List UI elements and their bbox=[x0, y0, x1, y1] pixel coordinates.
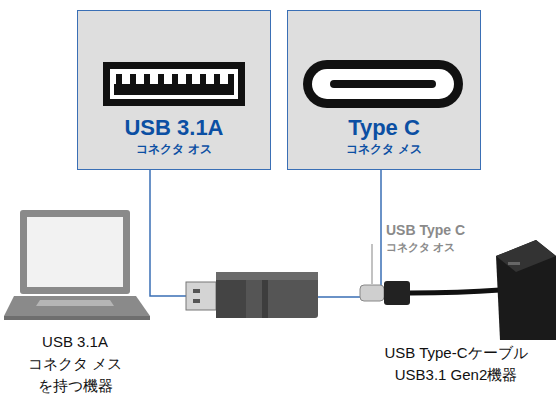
type-c-cable bbox=[360, 281, 500, 305]
callout-box: Type Cコネクタ メス bbox=[287, 10, 481, 170]
adapter bbox=[186, 272, 318, 318]
box-ground bbox=[77, 10, 271, 170]
type-c-icon bbox=[303, 60, 463, 108]
device bbox=[496, 240, 556, 340]
plug-name: USB Type C bbox=[386, 222, 536, 239]
callout-box: USB 3.1Aコネクタ オス bbox=[77, 10, 271, 170]
device-caption: USB 3.1A コネクタ メス を持つ機器 bbox=[14, 331, 136, 397]
leader-line bbox=[150, 170, 190, 296]
connector-gender: コネクタ オス bbox=[136, 141, 211, 157]
connector-gender: コネクタ メス bbox=[346, 141, 421, 157]
leader-line bbox=[318, 170, 381, 297]
connector-name: Type C bbox=[348, 115, 420, 141]
device-caption: USB Type-Cケーブル USB3.1 Gen2機器 bbox=[368, 342, 544, 386]
laptop bbox=[4, 210, 150, 320]
box-ground bbox=[287, 10, 481, 170]
plug-gender: コネクタ オス bbox=[386, 240, 536, 254]
usb-a-icon bbox=[103, 62, 245, 106]
connector-name: USB 3.1A bbox=[124, 115, 223, 141]
leader-line bbox=[371, 244, 372, 284]
